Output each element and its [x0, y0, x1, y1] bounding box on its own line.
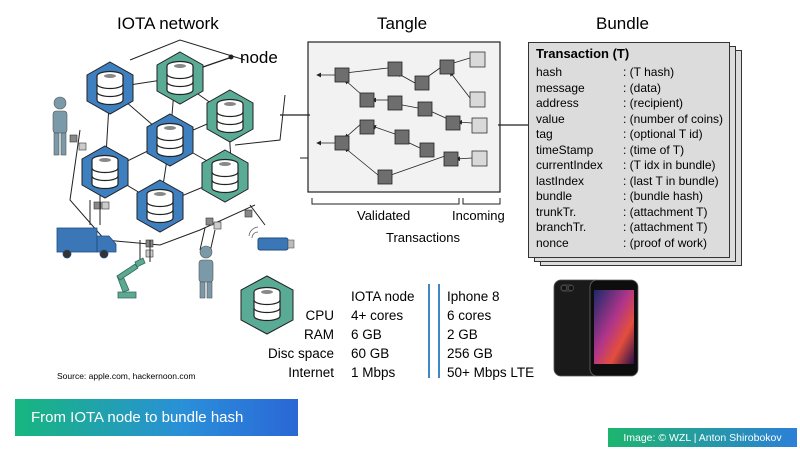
spec-iota-cpu: 4+ cores: [351, 308, 404, 323]
spec-iphone-header: Iphone 8: [447, 289, 500, 304]
bundle-field-key: nonce: [536, 235, 569, 250]
iota-node-icon: [240, 275, 294, 335]
spec-iota-internet: 1 Mbps: [351, 365, 396, 380]
bundle-field-value: : (T idx in bundle): [623, 158, 716, 172]
bundle-field-value: : (optional T id): [623, 127, 703, 141]
bundle-field-row: trunkTr. : (attachment T): [536, 205, 723, 221]
spec-iota-disc: 60 GB: [351, 346, 390, 361]
bundle-field-key: value: [536, 111, 565, 126]
bundle-field-value: : (data): [623, 80, 662, 95]
spec-label-disc: Disc space: [267, 346, 334, 361]
iphone-image: [553, 279, 639, 377]
spec-iphone-cpu: 6 cores: [447, 308, 492, 323]
bundle-field-row: message : (data): [536, 81, 723, 97]
spec-iphone-column: Iphone 8 6 cores 2 GB 256 GB 50+ Mbps LT…: [447, 287, 534, 382]
bundle-field-value: : (last T in bundle): [623, 173, 719, 188]
spec-iota-header: IOTA node: [351, 289, 415, 304]
caption-banner: From IOTA node to bundle hash: [15, 399, 298, 436]
bundle-field-value: : (time of T): [623, 142, 685, 157]
spec-iphone-ram: 2 GB: [447, 327, 478, 342]
bundle-field-key: message: [536, 80, 585, 95]
bundle-field-row: currentIndex : (T idx in bundle): [536, 158, 723, 174]
bundle-field-key: branchTr.: [536, 220, 587, 234]
bundle-field-key: hash: [536, 65, 563, 79]
bundle-field-row: lastIndex : (last T in bundle): [536, 174, 723, 190]
spec-label-cpu: CPU: [305, 308, 334, 323]
incoming-label: Incoming: [452, 208, 505, 223]
bundle-field-value: : (attachment T): [623, 204, 708, 219]
bundle-field-row: hash : (T hash): [536, 65, 723, 81]
bundle-field-value: : (T hash): [623, 65, 675, 79]
bundle-field-row: address : (recipient): [536, 96, 723, 112]
spec-label-ram: RAM: [304, 327, 334, 342]
transactions-label: Transactions: [386, 230, 460, 245]
tangle-to-bundle-connector: [498, 124, 530, 126]
spec-iota-column: IOTA node 4+ cores 6 GB 60 GB 1 Mbps: [351, 287, 415, 382]
spec-label-internet: Internet: [288, 365, 334, 380]
bundle-field-key: trunkTr.: [536, 204, 577, 219]
bundle-field-row: bundle : (bundle hash): [536, 189, 723, 205]
bundle-field-key: currentIndex: [536, 158, 603, 172]
bundle-field-row: timeStamp : (time of T): [536, 143, 723, 159]
bundle-field-value: : (attachment T): [623, 220, 708, 234]
spec-labels: CPU RAM Disc space Internet: [250, 306, 334, 382]
spec-divider-2: [438, 284, 440, 378]
bundle-field-key: tag: [536, 127, 553, 141]
bundle-field-value: : (bundle hash): [623, 189, 704, 203]
source-note: Source: apple.com, hackernoon.com: [57, 371, 196, 381]
bundle-field-value: : (proof of work): [623, 235, 708, 250]
bundle-field-key: lastIndex: [536, 173, 585, 188]
network-title: IOTA network: [117, 14, 219, 33]
bundle-card: Transaction (T) hash : (T hash) message : …: [528, 42, 730, 258]
spec-divider: [428, 284, 430, 378]
node-label: node: [240, 48, 278, 67]
spec-iphone-disc: 256 GB: [447, 346, 493, 361]
bundle-field-row: branchTr. : (attachment T): [536, 220, 723, 236]
bundle-field-row: nonce : (proof of work): [536, 236, 723, 252]
bundle-title: Bundle: [596, 14, 649, 33]
bundle-field-value: : (recipient): [623, 96, 684, 110]
tangle-diagram: [300, 41, 501, 205]
iota-network-diagram: [52, 39, 310, 299]
image-credit: Image: © WZL | Anton Shirobokov: [608, 428, 797, 447]
bundle-field-key: timeStamp: [536, 142, 594, 157]
bundle-field-key: bundle: [536, 189, 573, 203]
bundle-field-row: tag : (optional T id): [536, 127, 723, 143]
bundle-field-row: value : (number of coins): [536, 112, 723, 128]
spec-iota-ram: 6 GB: [351, 327, 382, 342]
validated-label: Validated: [357, 208, 411, 223]
bundle-field-list: hash : (T hash) message : (data) address : …: [536, 65, 723, 251]
tangle-title: Tangle: [377, 14, 428, 33]
bundle-field-value: : (number of coins): [623, 111, 724, 126]
spec-iphone-internet: 50+ Mbps LTE: [447, 365, 535, 380]
bundle-header: Transaction (T): [536, 46, 630, 61]
network-to-tangle-connector: [280, 114, 310, 116]
bundle-field-key: address: [536, 96, 579, 110]
